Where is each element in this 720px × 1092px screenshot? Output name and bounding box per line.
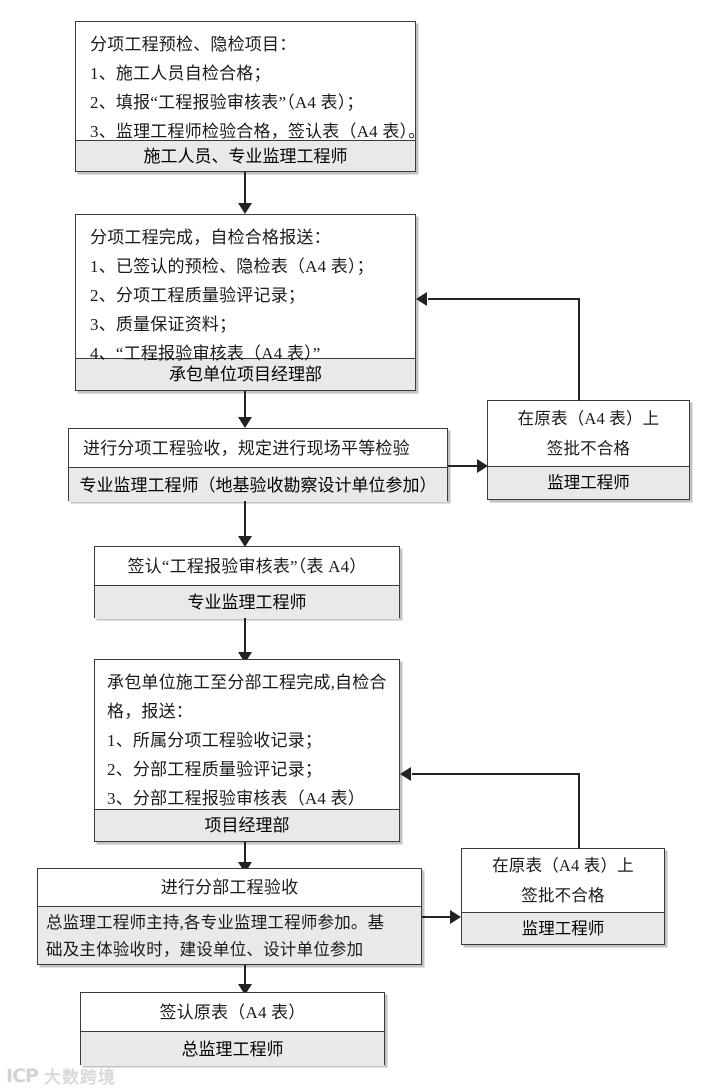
node-4-body: 签认“工程报验审核表”（表 A4） [95, 547, 399, 585]
feedback-1-riser [578, 298, 580, 401]
node-5-line-3: 1、所属分项工程验收记录； [107, 731, 323, 750]
arrow-feedback-1-to-node2 [416, 292, 427, 306]
node-2-line-3: 2、分项工程质量验评记录； [90, 286, 306, 305]
node-7-actor: 总监理工程师 [81, 1031, 384, 1066]
arrow-6-to-7 [238, 984, 252, 995]
feedback-2-run [412, 773, 580, 775]
reject-node-2[interactable]: 在原表（A4 表）上 签批不合格 监理工程师 [461, 848, 665, 945]
reject-1-actor: 监理工程师 [488, 466, 689, 499]
arrow-3-to-reject1 [477, 459, 488, 473]
node-6-actor-line-2: 础及主体验收时，建设单位、设计单位参加 [46, 939, 364, 959]
node-1-line-4: 3、监理工程师检验合格，签认表（A4 表）。 [90, 122, 426, 141]
node-7-line-1: 签认原表（A4 表） [159, 1002, 306, 1022]
node-2-body: 分项工程完成，自检合格报送： 1、已签认的预检、隐检表（A4 表）； 2、分项工… [76, 215, 415, 363]
node-6-actor: 总监理工程师主持,各专业监理工程师参加。基 础及主体验收时，建设单位、设计单位参… [38, 906, 421, 964]
arrow-4-to-5 [238, 652, 252, 663]
node-4-actor: 专业监理工程师 [95, 585, 399, 619]
reject-2-body: 在原表（A4 表）上 签批不合格 [462, 849, 664, 912]
node-5-line-5: 3、分部工程报验审核表（A4 表） [107, 789, 365, 808]
watermark: ICP 大数跨境 [6, 1063, 116, 1088]
node-1-actor: 施工人员、专业监理工程师 [76, 140, 415, 171]
node-2-line-1: 分项工程完成，自检合格报送： [90, 228, 331, 247]
arrow-1-to-2 [238, 203, 252, 214]
connector-3-to-reject1 [448, 465, 480, 467]
process-node-2[interactable]: 分项工程完成，自检合格报送： 1、已签认的预检、隐检表（A4 表）； 2、分项工… [75, 214, 416, 391]
feedback-1-run [428, 298, 580, 300]
reject-2-line-1: 在原表（A4 表）上 [492, 855, 634, 875]
node-6-body: 进行分部工程验收 [38, 869, 421, 906]
feedback-2-riser [578, 773, 580, 849]
node-5-line-4: 2、分部工程质量验评记录； [107, 760, 323, 779]
node-1-body: 分项工程预检、隐检项目： 1、施工人员自检合格； 2、填报“工程报验审核表”（A… [76, 22, 425, 141]
node-1-line-2: 1、施工人员自检合格； [90, 64, 271, 83]
watermark-logo-icon: ICP [6, 1064, 39, 1087]
node-2-line-5: 4、“工程报验审核表（A4 表）” [90, 344, 321, 363]
watermark-text: 大数跨境 [43, 1068, 116, 1087]
node-5-actor: 项目经理部 [95, 809, 399, 841]
reject-1-line-1: 在原表（A4 表）上 [517, 408, 660, 428]
node-3-line-1: 进行分项工程验收，规定进行现场平等检验 [83, 439, 410, 458]
arrow-2-to-3 [238, 417, 252, 428]
process-node-4[interactable]: 签认“工程报验审核表”（表 A4） 专业监理工程师 [94, 546, 400, 619]
process-node-6[interactable]: 进行分部工程验收 总监理工程师主持,各专业监理工程师参加。基 础及主体验收时，建… [37, 868, 422, 965]
node-2-line-2: 1、已签认的预检、隐检表（A4 表）； [90, 257, 374, 276]
node-6-line-1: 进行分部工程验收 [160, 878, 299, 897]
arrow-3-to-4 [238, 536, 252, 547]
process-node-7[interactable]: 签认原表（A4 表） 总监理工程师 [80, 992, 385, 1066]
node-6-actor-line-1: 总监理工程师主持,各专业监理工程师参加。基 [46, 912, 385, 932]
arrow-6-to-reject2 [450, 910, 461, 924]
node-2-actor: 承包单位项目经理部 [76, 358, 415, 390]
node-1-line-3: 2、填报“工程报验审核表”（A4 表）； [90, 93, 364, 112]
reject-1-line-2: 签批不合格 [546, 438, 631, 458]
node-3-actor: 专业监理工程师（地基验收勘察设计单位参加） [69, 467, 447, 502]
process-node-5[interactable]: 承包单位施工至分部工程完成,自检合 格，报送： 1、所属分项工程验收记录； 2、… [94, 659, 400, 842]
arrow-5-to-6 [238, 862, 252, 873]
node-5-body: 承包单位施工至分部工程完成,自检合 格，报送： 1、所属分项工程验收记录； 2、… [95, 660, 399, 809]
node-1-line-1: 分项工程预检、隐检项目： [90, 35, 297, 54]
node-5-line-2: 格，报送： [107, 702, 193, 721]
connector-2-to-3 [244, 391, 246, 419]
connector-4-to-5 [244, 618, 246, 654]
arrow-feedback-2-to-node5 [400, 767, 411, 781]
process-node-3[interactable]: 进行分项工程验收，规定进行现场平等检验 专业监理工程师（地基验收勘察设计单位参加… [68, 428, 448, 502]
reject-1-body: 在原表（A4 表）上 签批不合格 [488, 401, 689, 466]
connector-6-to-reject2 [422, 916, 453, 918]
node-2-line-4: 3、质量保证资料； [90, 315, 237, 334]
node-5-line-1: 承包单位施工至分部工程完成,自检合 [107, 673, 387, 692]
connector-3-to-4 [244, 501, 246, 538]
connector-5-to-6 [244, 842, 246, 864]
connector-6-to-7 [244, 965, 246, 987]
reject-2-actor: 监理工程师 [462, 912, 664, 944]
node-7-body: 签认原表（A4 表） [81, 993, 384, 1031]
node-3-body: 进行分项工程验收，规定进行现场平等检验 [69, 429, 447, 467]
process-node-1[interactable]: 分项工程预检、隐检项目： 1、施工人员自检合格； 2、填报“工程报验审核表”（A… [75, 21, 425, 172]
node-4-line-1: 签认“工程报验审核表”（表 A4） [127, 556, 367, 576]
reject-node-1[interactable]: 在原表（A4 表）上 签批不合格 监理工程师 [487, 400, 690, 500]
reject-2-line-2: 签批不合格 [521, 885, 605, 905]
connector-1-to-2 [244, 172, 246, 205]
